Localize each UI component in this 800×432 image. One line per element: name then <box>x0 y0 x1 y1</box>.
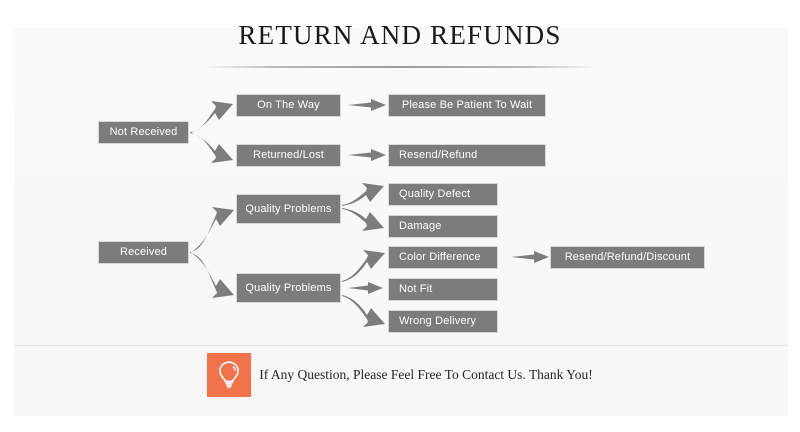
title-divider <box>204 66 596 68</box>
arrow-curve-up-3 <box>342 183 384 206</box>
footer: If Any Question, Please Feel Free To Con… <box>0 353 800 397</box>
arrow-curve-down-5 <box>342 295 385 327</box>
node-color-difference[interactable]: Color Difference <box>389 247 497 268</box>
arrow-curve-down-2 <box>190 252 234 298</box>
node-not-received[interactable]: Not Received <box>99 122 188 143</box>
node-returned-lost[interactable]: Returned/Lost <box>237 145 340 166</box>
node-quality-problems-2[interactable]: Quality Problems <box>237 274 340 302</box>
arrow-curve-up-1 <box>190 101 233 133</box>
footer-divider <box>14 345 788 346</box>
arrow-straight-2 <box>348 149 386 161</box>
node-resend-refund-discount[interactable]: Resend/Refund/Discount <box>551 247 704 268</box>
node-received[interactable]: Received <box>99 242 188 263</box>
footer-text: If Any Question, Please Feel Free To Con… <box>259 367 593 382</box>
arrow-curve-down-3 <box>342 208 384 231</box>
lightbulb-icon <box>207 353 252 397</box>
node-damage[interactable]: Damage <box>389 216 497 237</box>
node-quality-defect[interactable]: Quality Defect <box>389 184 497 205</box>
arrow-straight-4 <box>511 251 549 263</box>
arrow-straight-1 <box>348 99 386 111</box>
node-wrong-delivery[interactable]: Wrong Delivery <box>389 311 497 332</box>
node-not-fit[interactable]: Not Fit <box>389 279 497 300</box>
arrow-curve-down-1 <box>190 132 233 163</box>
node-please-be-patient-to-wait[interactable]: Please Be Patient To Wait <box>389 95 545 116</box>
arrow-straight-3 <box>348 282 383 294</box>
arrow-curve-up-4 <box>342 250 385 282</box>
page-title: RETURN AND REFUNDS <box>238 20 562 50</box>
arrow-curve-up-2 <box>190 207 234 253</box>
node-quality-problems-1[interactable]: Quality Problems <box>237 195 340 223</box>
node-resend-refund[interactable]: Resend/Refund <box>389 145 545 166</box>
node-on-the-way[interactable]: On The Way <box>237 95 340 116</box>
